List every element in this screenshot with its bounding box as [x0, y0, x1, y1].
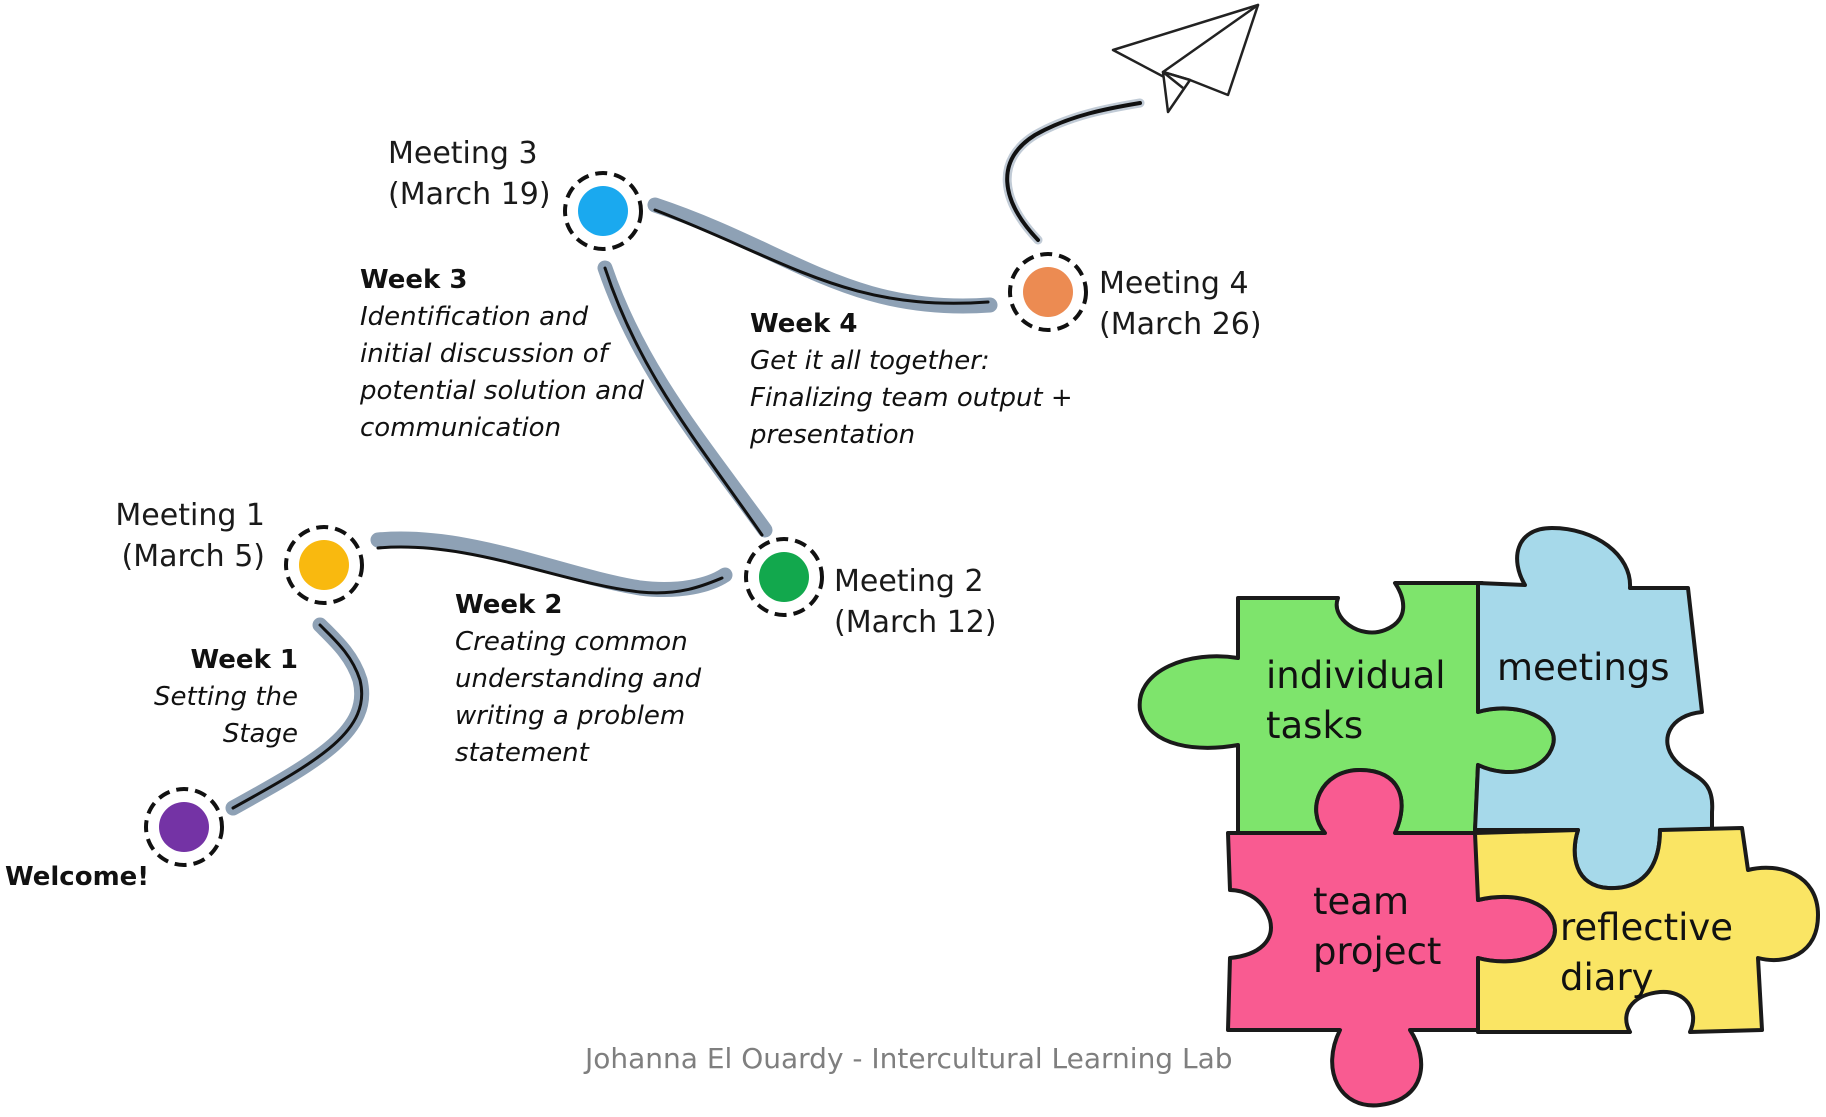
meeting-4-label: Meeting 4 (March 26) [1099, 263, 1262, 345]
week-4-title: Week 4 [750, 309, 858, 339]
puzzle-label-meetings: meetings [1497, 646, 1670, 689]
meeting-1-date: (March 5) [121, 539, 265, 574]
node-meeting-4 [1008, 252, 1088, 332]
week-2-title: Week 2 [455, 590, 563, 620]
meeting-1-title: Meeting 1 [115, 498, 265, 533]
week-3-description: Identification and initial discussion of… [360, 302, 645, 443]
week-4-block: Week 4 Get it all together: Finalizing t… [750, 306, 1073, 454]
week-2-description: Creating common understanding and writin… [455, 627, 702, 768]
meeting-3-label: Meeting 3 (March 19) [388, 133, 551, 215]
week-1-description: Setting the Stage [153, 682, 298, 749]
node-welcome [144, 787, 224, 867]
puzzle-label-team-project: team project [1313, 880, 1442, 973]
welcome-label: Welcome! [5, 862, 150, 892]
week-3-title: Week 3 [360, 265, 468, 295]
meeting-2-date: (March 12) [834, 605, 997, 640]
meeting-3-title: Meeting 3 [388, 136, 538, 171]
meeting-4-title: Meeting 4 [1099, 266, 1249, 301]
meeting-3-date: (March 19) [388, 177, 551, 212]
road-week-3 [597, 260, 773, 538]
paper-plane-icon [1111, 3, 1260, 114]
road-week-1 [225, 617, 370, 816]
node-meeting-2 [744, 537, 824, 617]
road-week-2 [370, 531, 733, 598]
week-3-block: Week 3 Identification and initial discus… [360, 262, 644, 447]
week-4-description: Get it all together: Finalizing team out… [750, 346, 1073, 450]
meeting-2-label: Meeting 2 (March 12) [834, 561, 997, 643]
week-1-title: Week 1 [190, 645, 298, 675]
week-1-block: Week 1 Setting the Stage [120, 642, 298, 753]
puzzle-label-individual-tasks: individual tasks [1266, 654, 1446, 747]
puzzle-piece-reflective-diary [1473, 826, 1820, 1034]
flight-path [1002, 98, 1145, 245]
meeting-1-label: Meeting 1 (March 5) [110, 495, 265, 577]
node-meeting-1 [284, 525, 364, 605]
week-2-block: Week 2 Creating common understanding and… [455, 587, 701, 772]
credit-footer: Johanna El Ouardy - Intercultural Learni… [585, 1042, 1233, 1075]
meeting-2-title: Meeting 2 [834, 564, 984, 599]
road-week-4 [647, 197, 998, 314]
puzzle-label-reflective-diary: reflective diary [1560, 906, 1734, 999]
meeting-4-date: (March 26) [1099, 307, 1262, 342]
node-meeting-3 [563, 171, 643, 251]
